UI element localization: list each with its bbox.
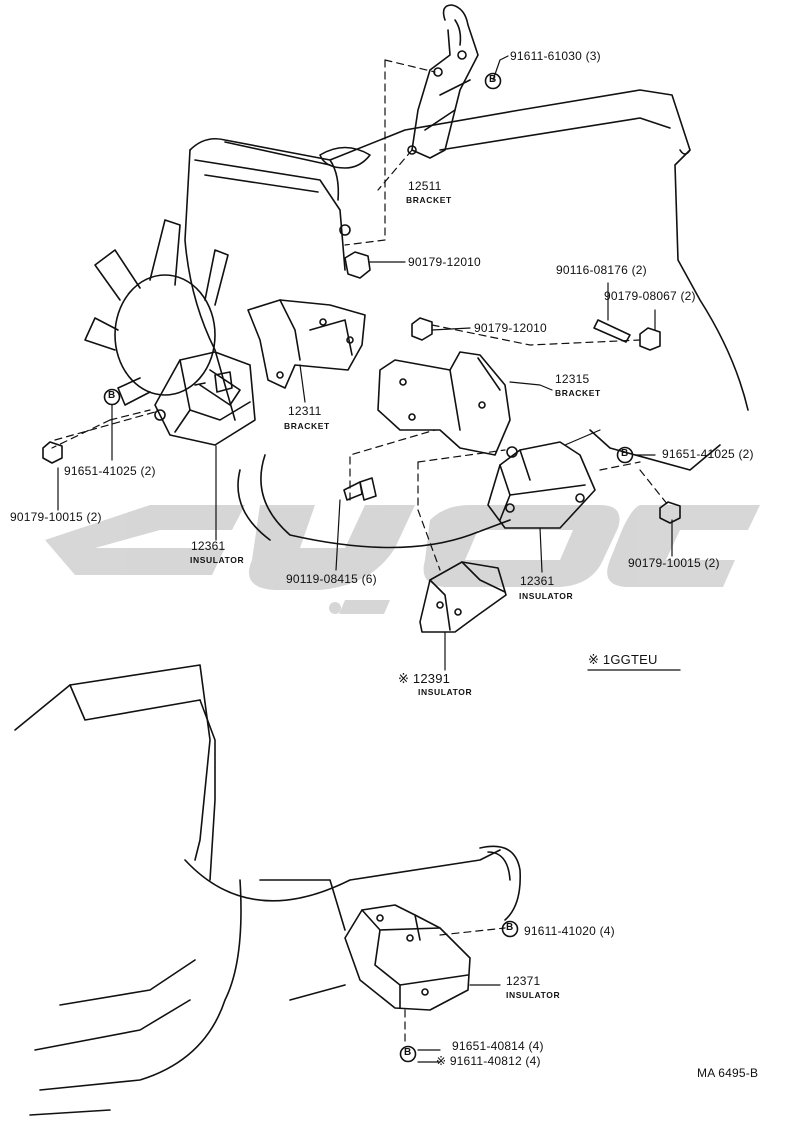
part-number: 12361	[191, 539, 226, 553]
insulator-12361-left	[154, 351, 256, 446]
part-number: 12511	[408, 179, 442, 193]
part-number: 90119-08415 (6)	[286, 572, 377, 586]
figure-reference: MA 6495-B	[697, 1066, 759, 1080]
model-note: ※ 1GGTEU	[588, 652, 658, 667]
marker-b: B	[489, 74, 497, 85]
part-name: BRACKET	[406, 195, 452, 205]
insulator-12371	[344, 904, 471, 1011]
part-number: 90179-12010	[408, 255, 481, 269]
part-name: BRACKET	[284, 421, 330, 431]
part-name: BRACKET	[555, 388, 601, 398]
part-number: 90179-08067 (2)	[604, 289, 696, 303]
leader-lines-bottom	[417, 984, 501, 1063]
insulator-12361-right	[487, 441, 596, 529]
part-number: 12371	[506, 974, 541, 988]
marker-circles	[103, 72, 634, 1063]
part-name: INSULATOR	[190, 555, 245, 565]
part-number: 90116-08176 (2)	[556, 263, 647, 277]
bracket-12315	[377, 351, 511, 456]
part-number: 12361	[520, 574, 555, 588]
part-number: 91611-61030 (3)	[510, 49, 601, 63]
part-number: 91651-41025 (2)	[662, 447, 754, 461]
part-number: 90179-10015 (2)	[10, 510, 102, 524]
marker-b: B	[404, 1047, 412, 1058]
part-number: 90179-12010	[474, 321, 547, 335]
part-number: 91651-40814 (4)	[452, 1039, 544, 1053]
bracket-12511	[407, 4, 479, 159]
part-name: INSULATOR	[418, 687, 473, 697]
part-name: INSULATOR	[506, 990, 561, 1000]
insulator-12391	[419, 561, 507, 633]
part-number: ※ 91611-40812 (4)	[436, 1054, 541, 1068]
marker-b: B	[108, 390, 116, 401]
leader-lines	[57, 55, 673, 671]
part-name: INSULATOR	[519, 591, 574, 601]
part-number: 91611-41020 (4)	[524, 924, 615, 938]
marker-b: B	[621, 448, 629, 459]
engine-block	[184, 89, 749, 549]
cooling-fan	[84, 219, 241, 406]
bracket-12311	[247, 299, 366, 389]
assembly-lines	[51, 324, 669, 571]
marker-b: B	[506, 922, 514, 933]
transmission	[14, 664, 522, 1116]
part-number: 12311	[288, 404, 322, 418]
fasteners	[42, 251, 681, 524]
part-number: ※ 12391	[398, 671, 451, 686]
assembly-lines-bottom	[404, 927, 506, 1046]
part-number: 91651-41025 (2)	[64, 464, 156, 478]
part-number: 12315	[555, 372, 590, 386]
part-number: 90179-10015 (2)	[628, 556, 720, 570]
